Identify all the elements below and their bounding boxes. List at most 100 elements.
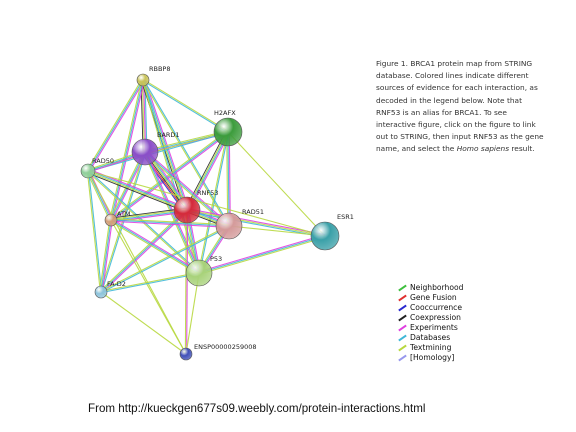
node-circle[interactable] [185, 259, 213, 287]
edge-line-textmining [100, 224, 229, 292]
node-circle[interactable] [179, 347, 193, 361]
edge-line-textmining [197, 131, 228, 273]
edge-line-experiments [198, 234, 325, 273]
node-fa-d2[interactable]: FA-D2 [94, 280, 126, 299]
node-bard1[interactable]: BARD1 [131, 131, 180, 166]
edge-line-textmining [86, 171, 111, 221]
edge-RNF53-ENSP[interactable] [184, 209, 189, 355]
edge-line-databases [101, 226, 230, 294]
edge-line-textmining [87, 170, 187, 355]
node-circle[interactable] [136, 73, 150, 87]
legend-label: Coexpression [410, 313, 461, 322]
edge-line-textmining [143, 78, 229, 132]
edge-P53-FA-D2[interactable] [100, 271, 200, 294]
node-label: ESR1 [337, 213, 354, 221]
edge-line-textmining [100, 271, 199, 292]
edge-RBBP8-H2AFX[interactable] [142, 78, 229, 134]
edge-P53-ENSP[interactable] [185, 272, 200, 355]
node-p53[interactable]: P53 [185, 255, 222, 287]
node-label: FA-D2 [107, 280, 126, 288]
edge-P53-ESR1[interactable] [198, 234, 326, 275]
edge-line-databases [101, 273, 200, 294]
edge-line-textmining [86, 171, 101, 293]
edge-RAD50-ENSP[interactable] [87, 170, 187, 355]
edge-line-coexpression [184, 130, 227, 210]
legend-swatch [398, 354, 407, 362]
node-rnf53[interactable]: RNF53 [173, 189, 218, 224]
edge-line-databases [227, 131, 230, 227]
edge-line-textmining [185, 272, 200, 355]
legend-swatch [398, 294, 407, 302]
edge-RAD51-FA-D2[interactable] [100, 224, 230, 294]
edge-line-databases [87, 79, 144, 172]
edge-line-textmining [110, 220, 199, 275]
edge-ATM-P53[interactable] [110, 218, 200, 275]
node-circle[interactable] [215, 212, 243, 240]
edge-H2AFX-ESR1[interactable] [227, 131, 326, 237]
edge-line-textmining [87, 170, 326, 237]
node-label: ATM [117, 210, 131, 218]
legend-item-coexpression: Coexpression [398, 313, 463, 323]
legend-label: [Homology] [410, 353, 455, 362]
node-ensp[interactable]: ENSP00000259008 [179, 343, 257, 361]
edge-RAD51-ESR1[interactable] [228, 225, 326, 237]
legend-item-neighborhood: Neighborhood [398, 283, 463, 293]
legend-item-cooccurrence: Cooccurrence [398, 303, 463, 313]
edge-line-experiments [101, 220, 113, 293]
legend-swatch [398, 304, 407, 312]
edge-line-textmining [99, 219, 111, 292]
edge-RAD50-ESR1[interactable] [87, 170, 326, 237]
edge-line-textmining [100, 291, 187, 355]
edge-line-experiments [110, 220, 229, 228]
node-circle[interactable] [80, 163, 96, 179]
caption-species: Homo sapiens [456, 144, 510, 154]
edge-ATM-FA-D2[interactable] [99, 219, 113, 293]
node-circle[interactable] [131, 138, 159, 166]
figure-caption: Figure 1. BRCA1 protein map from STRING … [376, 58, 546, 156]
edge-line-databases [199, 132, 230, 274]
edge-line-textmining [184, 209, 187, 354]
edge-line-experiments [186, 210, 189, 355]
edge-line-textmining [186, 209, 326, 237]
edge-line-databases [110, 219, 200, 274]
edge-line-databases [88, 169, 188, 210]
edge-H2AFX-P53[interactable] [197, 131, 230, 274]
legend-item-databases: Databases [398, 333, 463, 343]
legend-label: Cooccurrence [410, 303, 463, 312]
legend-label: Experiments [410, 323, 458, 332]
edge-RBBP8-RAD50[interactable] [86, 79, 145, 172]
caption-text: Figure 1. BRCA1 protein map from STRING … [376, 59, 544, 154]
edge-FA-D2-ENSP[interactable] [100, 291, 187, 355]
node-circle[interactable] [173, 196, 201, 224]
node-circle[interactable] [213, 117, 243, 147]
node-label: RAD50 [92, 157, 114, 165]
edge-RNF53-ESR1[interactable] [186, 208, 326, 238]
node-rad50[interactable]: RAD50 [80, 157, 114, 179]
edge-ATM-ENSP[interactable] [110, 219, 187, 355]
node-label: RAD51 [242, 208, 264, 216]
edge-line-experiments [144, 79, 190, 210]
edge-line-coexpression [87, 172, 187, 213]
node-atm[interactable]: ATM [104, 210, 131, 227]
edge-line-textmining [226, 132, 229, 227]
node-h2afx[interactable]: H2AFX [213, 109, 243, 147]
node-circle[interactable] [94, 285, 108, 299]
node-circle[interactable] [104, 213, 118, 227]
node-circle[interactable] [310, 221, 340, 251]
node-rad51[interactable]: RAD51 [215, 208, 264, 240]
node-label: P53 [210, 255, 222, 263]
edge-line-databases [198, 235, 326, 274]
edge-line-databases [186, 210, 325, 238]
edge-RAD50-FA-D2[interactable] [86, 170, 103, 293]
source-credit: From http://kueckgen677s09.weebly.com/pr… [88, 402, 426, 415]
node-rbbp8[interactable]: RBBP8 [136, 65, 171, 87]
node-esr1[interactable]: ESR1 [310, 213, 354, 251]
edge-line-databases [143, 79, 189, 210]
edge-line-experiments [145, 150, 231, 226]
node-label: ENSP00000259008 [194, 343, 257, 351]
edge-RAD51-ATM[interactable] [110, 218, 230, 228]
edge-line-experiments [111, 132, 230, 222]
